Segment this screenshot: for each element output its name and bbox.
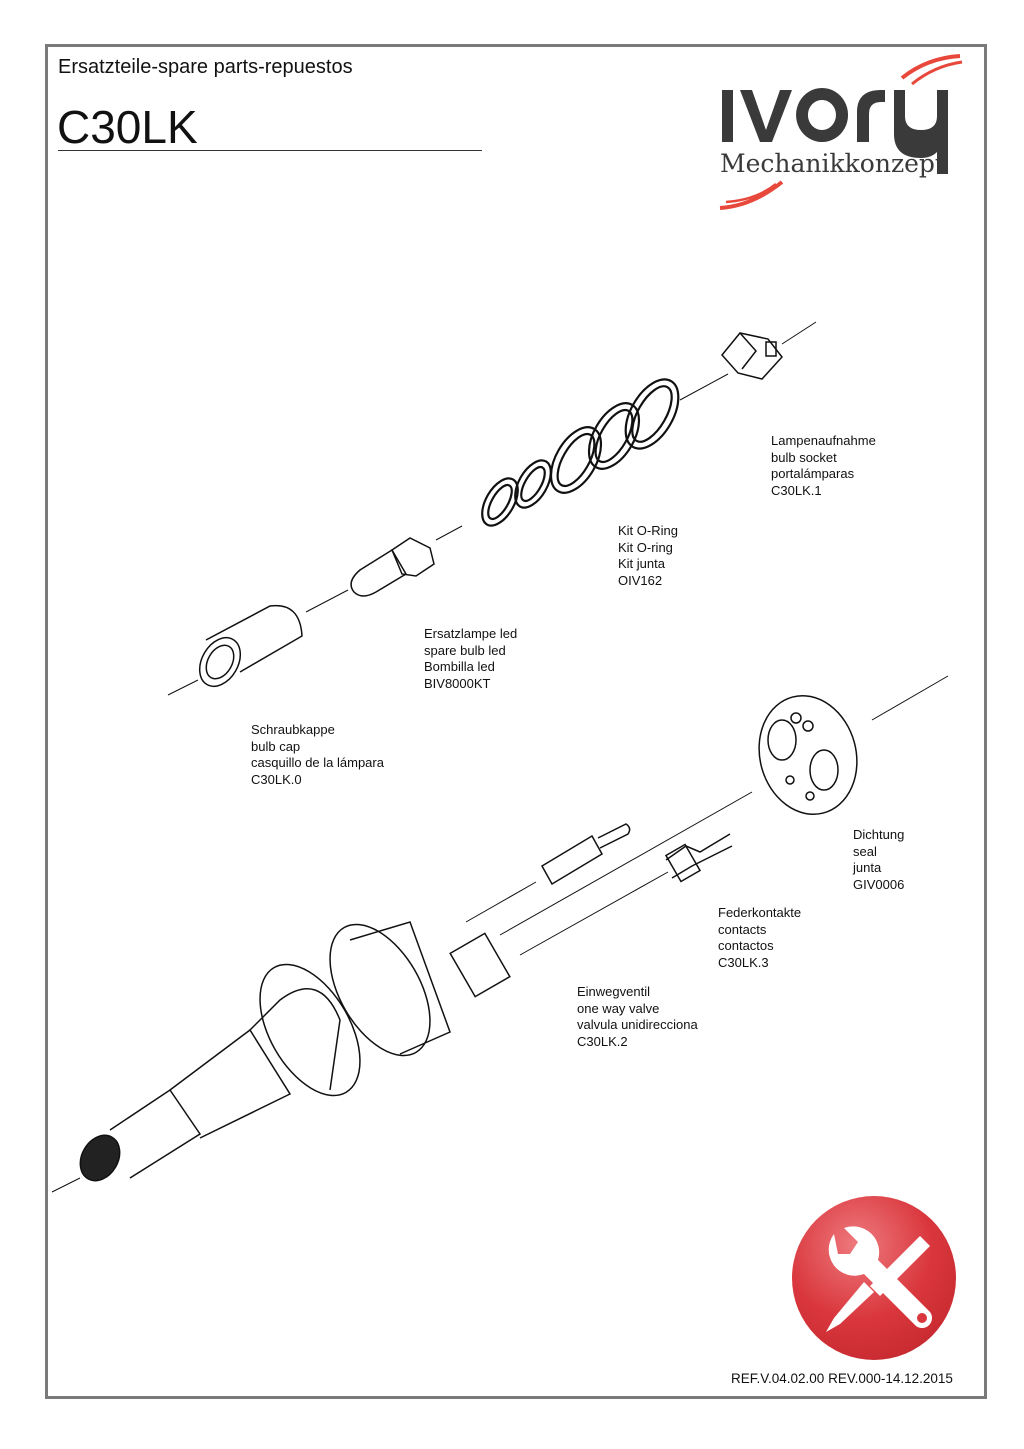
title-underline <box>58 150 482 151</box>
part-label-bulb-cap: Schraubkappe bulb cap casquillo de la lá… <box>251 722 384 788</box>
one-way-valve-part <box>540 823 631 886</box>
part-label-seal: Dichtung seal junta GIV0006 <box>853 827 904 893</box>
document-reference: REF.V.04.02.00 REV.000-14.12.2015 <box>731 1371 953 1386</box>
part-label-contacts: Federkontakte contacts contactos C30LK.3 <box>718 905 801 971</box>
page-title: C30LK <box>57 101 198 153</box>
part-label-one-way-valve: Einwegventil one way valve valvula unidi… <box>577 984 698 1050</box>
label-es: portalámparas <box>771 466 855 481</box>
part-label-o-ring-kit: Kit O-Ring Kit O-ring Kit junta OIV162 <box>618 523 678 589</box>
label-es: Bombilla led <box>424 659 495 674</box>
label-de: Dichtung <box>853 827 905 842</box>
part-number: C30LK.1 <box>771 482 822 498</box>
label-es: junta <box>853 860 882 875</box>
seal-part <box>758 694 858 816</box>
page-subtitle: Ersatzteile-spare parts-repuestos <box>58 56 353 78</box>
bulb-socket-part <box>721 332 783 380</box>
label-de: Einwegventil <box>577 984 650 999</box>
label-en: spare bulb led <box>424 642 506 658</box>
label-de: Ersatzlampe led <box>424 626 518 641</box>
label-en: one way valve <box>577 1000 660 1016</box>
label-es: casquillo de la lámpara <box>251 755 384 770</box>
label-en: bulb socket <box>771 449 837 465</box>
label-en: Kit O-ring <box>618 539 673 555</box>
o-ring-kit-part <box>481 378 680 527</box>
label-de: Schraubkappe <box>251 722 335 737</box>
part-label-bulb-socket: Lampenaufnahme bulb socket portalámparas… <box>771 433 876 499</box>
part-number: OIV162 <box>618 572 663 588</box>
label-de: Lampenaufnahme <box>771 433 876 448</box>
part-label-led-bulb: Ersatzlampe led spare bulb led Bombilla … <box>424 626 517 692</box>
part-number: C30LK.3 <box>718 954 769 970</box>
wrench-screwdriver-icon <box>792 1196 956 1360</box>
label-es: Kit junta <box>618 556 665 571</box>
label-en: contacts <box>718 921 767 937</box>
led-bulb-part <box>350 537 435 597</box>
bulb-cap-part <box>198 604 303 687</box>
page-border <box>45 44 987 1399</box>
label-de: Kit O-Ring <box>618 523 678 538</box>
part-number: GIV0006 <box>853 876 905 892</box>
ivory-logo: Mechanikkonzept <box>719 54 963 210</box>
svg-text:Mechanikkonzept: Mechanikkonzept <box>720 149 945 178</box>
label-es: contactos <box>718 938 774 953</box>
label-en: seal <box>853 843 877 859</box>
contacts-part <box>664 833 733 883</box>
label-en: bulb cap <box>251 738 301 754</box>
label-es: valvula unidirecciona <box>577 1017 698 1032</box>
coupling-body-part <box>79 921 511 1182</box>
part-number: C30LK.0 <box>251 771 302 787</box>
label-de: Federkontakte <box>718 905 802 920</box>
axis-lines <box>51 321 949 1193</box>
part-number: BIV8000KT <box>424 675 491 691</box>
part-number: C30LK.2 <box>577 1033 628 1049</box>
